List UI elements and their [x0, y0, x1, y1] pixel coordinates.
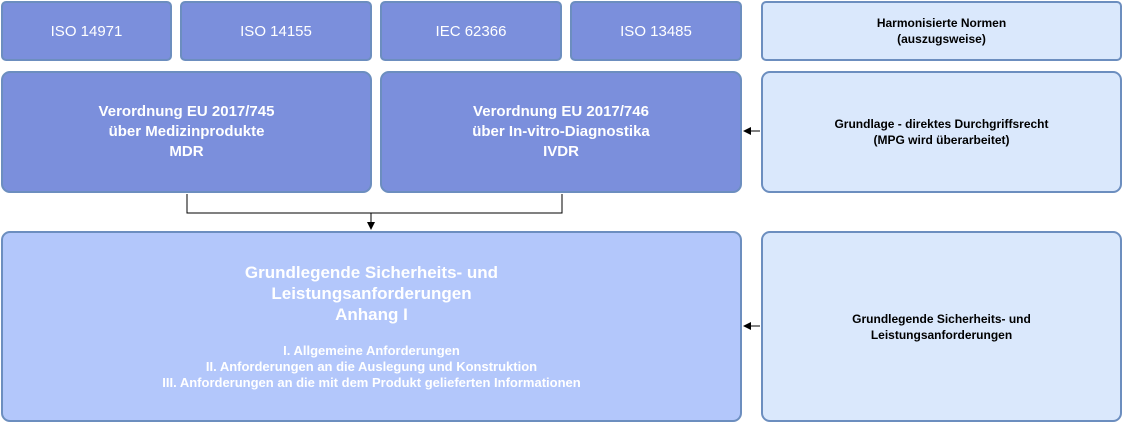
- mdr-ivdr-merge-connector: [186, 194, 563, 214]
- requirements-annex-box: Grundlegende Sicherheits- und Leistungsa…: [1, 231, 742, 422]
- ivdr-line-3: IVDR: [543, 143, 579, 160]
- standard-label: ISO 14155: [240, 22, 312, 40]
- legal-basis-box: Grundlage - direktes Durchgriffsrecht (M…: [761, 71, 1122, 193]
- standard-label: ISO 13485: [620, 22, 692, 40]
- standard-label: ISO 14971: [50, 22, 123, 40]
- legal-basis-line-2: (MPG wird überarbeitet): [873, 133, 1010, 147]
- requirements-label-line-1: Grundlegende Sicherheits- und: [852, 311, 1031, 326]
- ivdr-line-2: über In-vitro-Diagnostika: [472, 123, 650, 140]
- harmonized-standards-box: Harmonisierte Normen (auszugsweise): [761, 1, 1122, 61]
- harmonized-title: Harmonisierte Normen: [876, 16, 1007, 30]
- standard-iso-14971: ISO 14971: [1, 1, 172, 61]
- standard-label: IEC 62366: [435, 22, 507, 40]
- mdr-line-3: MDR: [169, 143, 204, 160]
- mdr-line-2: über Medizinprodukte: [108, 123, 265, 140]
- requirements-title-line-3: Anhang I: [335, 305, 408, 324]
- standard-iso-14155: ISO 14155: [180, 1, 372, 61]
- harmonized-subtitle: (auszugsweise): [897, 32, 986, 46]
- standard-iso-13485: ISO 13485: [570, 1, 742, 61]
- mdr-regulation-box: Verordnung EU 2017/745 über Medizinprodu…: [1, 71, 372, 193]
- legal-basis-line-1: Grundlage - direktes Durchgriffsrecht: [834, 117, 1049, 131]
- annex-item-2: II. Anforderungen an die Auslegung und K…: [205, 359, 538, 374]
- ivdr-line-1: Verordnung EU 2017/746: [473, 103, 649, 120]
- annex-item-3: III. Anforderungen an die mit dem Produk…: [162, 375, 581, 390]
- requirements-title-line-1: Grundlegende Sicherheits- und: [244, 263, 499, 282]
- ivdr-regulation-box: Verordnung EU 2017/746 über In-vitro-Dia…: [380, 71, 742, 193]
- standard-iec-62366: IEC 62366: [380, 1, 562, 61]
- annex-items: I. Allgemeine Anforderungen II. Anforder…: [162, 343, 580, 391]
- requirements-title-line-2: Leistungsanforderungen: [271, 284, 472, 303]
- requirements-label-box: Grundlegende Sicherheits- und Leistungsa…: [761, 231, 1122, 422]
- mdr-line-1: Verordnung EU 2017/745: [98, 103, 275, 120]
- requirements-label-line-2: Leistungsanforderungen: [870, 327, 1013, 342]
- annex-item-1: I. Allgemeine Anforderungen: [283, 343, 460, 358]
